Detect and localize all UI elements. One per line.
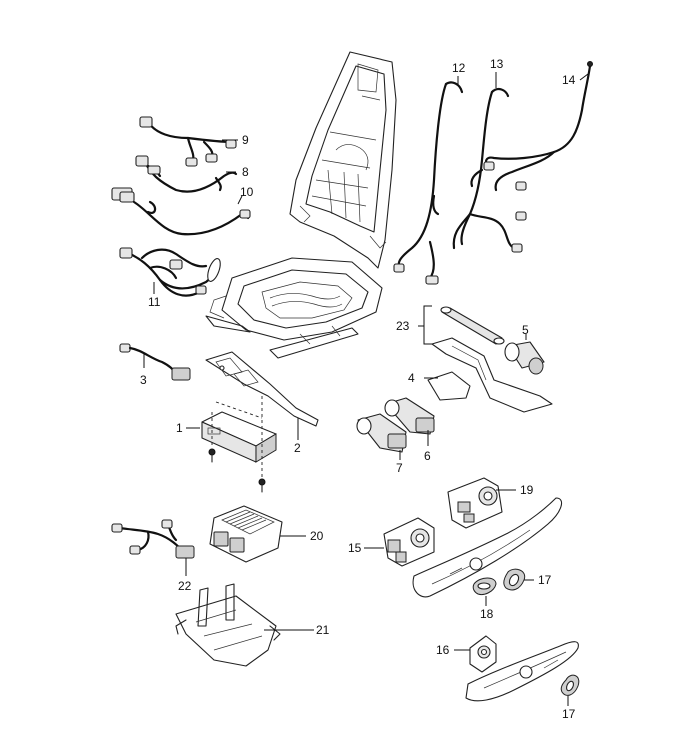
callout-1: 1 [176, 421, 183, 435]
motor-6 [384, 397, 435, 435]
wiring-harness-13 [452, 87, 527, 253]
callout-21: 21 [316, 623, 330, 637]
callout-3: 3 [140, 373, 147, 387]
adjuster-15 [383, 517, 435, 567]
callout-14: 14 [562, 73, 576, 87]
trim-ring-18 [472, 577, 497, 595]
leader-lines [143, 72, 589, 706]
callout-18: 18 [480, 607, 494, 621]
seat-frame [205, 51, 397, 359]
callout-15: 15 [348, 541, 362, 555]
callout-19: 19 [520, 483, 534, 497]
callout-9: 9 [242, 133, 249, 147]
adjuster-19 [447, 477, 503, 529]
wiring-harness-22 [111, 519, 195, 559]
screws [208, 448, 266, 493]
seat-trim-panel-lower [465, 641, 579, 702]
callout-13: 13 [490, 57, 504, 71]
control-unit-1 [201, 396, 277, 478]
mounting-bracket-2 [205, 351, 319, 427]
callout-6: 6 [424, 449, 431, 463]
seat-trim-panel-upper [412, 497, 563, 598]
adjustment-rod-23 [440, 306, 505, 345]
callout-11: 11 [148, 295, 161, 309]
wiring-harness-14 [483, 61, 593, 192]
wiring-harness-8 [135, 155, 238, 193]
cable-3 [119, 343, 191, 381]
callout-7: 7 [396, 461, 403, 475]
adjuster-16 [469, 635, 497, 673]
callout-22: 22 [178, 579, 192, 593]
callout-17-lower: 17 [562, 707, 576, 721]
callout-2: 2 [294, 441, 301, 455]
callout-labels: 1 2 3 4 5 6 7 8 9 10 11 12 13 14 15 16 1… [140, 57, 576, 721]
seat-rail-bracket [431, 337, 553, 413]
wiring-harness-10 [111, 187, 251, 236]
callout-23: 23 [396, 319, 410, 333]
callout-5: 5 [522, 323, 529, 337]
wiring-harness-12 [393, 81, 464, 285]
bracket-21 [175, 583, 281, 667]
callout-10: 10 [240, 185, 254, 199]
trim-ring-17a [503, 568, 526, 591]
callout-20: 20 [310, 529, 324, 543]
trim-ring-17b [560, 674, 580, 696]
module-20 [209, 505, 283, 563]
wiring-harness-11 [119, 247, 221, 297]
motor-7 [356, 413, 407, 453]
callout-17-upper: 17 [538, 573, 552, 587]
callout-8: 8 [242, 165, 249, 179]
callout-4: 4 [408, 371, 415, 385]
bracket-4 [427, 371, 471, 401]
motor-5 [504, 341, 545, 375]
callout-16: 16 [436, 643, 450, 657]
wiring-harness-9 [139, 116, 237, 167]
callout-12: 12 [452, 61, 466, 75]
